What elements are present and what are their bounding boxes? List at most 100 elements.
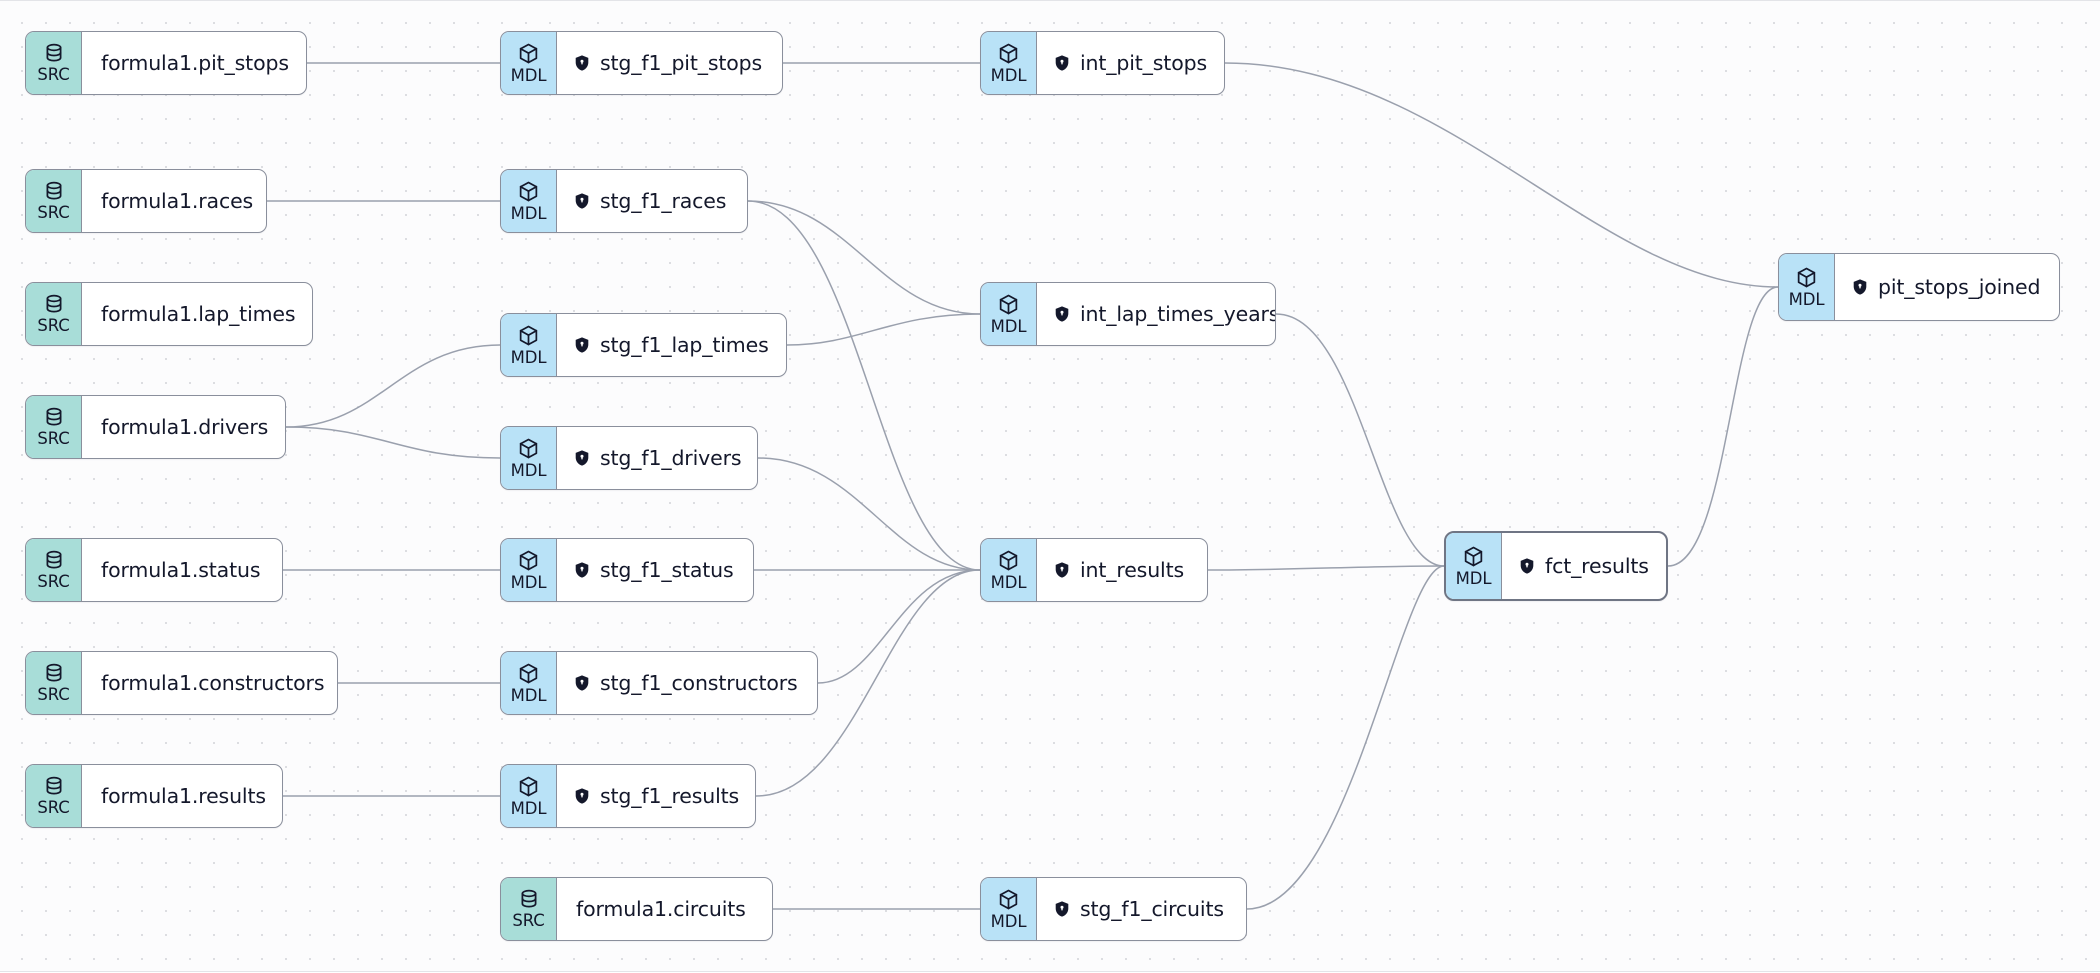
source-badge: SRC: [26, 283, 82, 345]
edge-int_results-to-fct_results: [1207, 565, 1445, 571]
cube-icon: [997, 888, 1020, 911]
node-label: stg_f1_status: [600, 558, 734, 582]
badge-label: SRC: [37, 316, 70, 336]
lineage-node-stg_circuits[interactable]: MDL stg_f1_circuits: [980, 877, 1247, 941]
lineage-node-int_pit_stops[interactable]: MDL int_pit_stops: [980, 31, 1225, 95]
node-body: stg_f1_constructors: [557, 652, 817, 714]
lineage-node-stg_pit_stops[interactable]: MDL stg_f1_pit_stops: [500, 31, 783, 95]
model-badge: MDL: [501, 314, 557, 376]
cube-icon: [1795, 266, 1818, 289]
badge-label: MDL: [510, 347, 547, 367]
node-label: int_pit_stops: [1080, 51, 1207, 75]
badge-label: SRC: [37, 572, 70, 592]
cube-icon: [517, 42, 540, 65]
lineage-node-int_lap_times_years[interactable]: MDL int_lap_times_years: [980, 282, 1276, 346]
lineage-node-stg_lap_times[interactable]: MDL stg_f1_lap_times: [500, 313, 787, 377]
node-label: stg_f1_pit_stops: [600, 51, 763, 75]
shield-lock-icon: [1518, 557, 1536, 575]
edge-fct_results-to-pit_stops_joined: [1667, 286, 1779, 567]
source-badge: SRC: [26, 539, 82, 601]
source-badge: SRC: [26, 765, 82, 827]
shield-lock-icon: [1053, 561, 1071, 579]
shield-lock-icon: [1053, 54, 1071, 72]
node-label: stg_f1_drivers: [600, 446, 742, 470]
database-icon: [43, 180, 65, 202]
edge-src_drivers-to-stg_drivers: [285, 426, 501, 459]
cube-icon: [1462, 545, 1485, 568]
lineage-node-src_status[interactable]: SRC formula1.status: [25, 538, 283, 602]
lineage-node-int_results[interactable]: MDL int_results: [980, 538, 1208, 602]
node-body: formula1.constructors: [82, 652, 337, 714]
badge-label: SRC: [37, 798, 70, 818]
badge-label: MDL: [990, 65, 1027, 85]
cube-icon: [517, 662, 540, 685]
edge-src_drivers-to-stg_lap_times: [285, 344, 501, 428]
model-badge: MDL: [501, 32, 557, 94]
badge-label: MDL: [1788, 289, 1825, 309]
badge-label: SRC: [37, 429, 70, 449]
lineage-node-fct_results[interactable]: MDL fct_results: [1444, 531, 1668, 601]
shield-lock-icon: [573, 674, 591, 692]
cube-icon: [517, 775, 540, 798]
source-badge: SRC: [26, 652, 82, 714]
database-icon: [518, 888, 540, 910]
lineage-node-pit_stops_joined[interactable]: MDL pit_stops_joined: [1778, 253, 2060, 321]
node-body: formula1.circuits: [557, 878, 772, 940]
edge-stg_constructors-to-int_results: [817, 569, 981, 684]
node-label: formula1.pit_stops: [101, 51, 289, 75]
node-label: stg_f1_constructors: [600, 671, 798, 695]
cube-icon: [517, 437, 540, 460]
badge-label: MDL: [510, 685, 547, 705]
lineage-node-stg_constructors[interactable]: MDL stg_f1_constructors: [500, 651, 818, 715]
lineage-node-stg_drivers[interactable]: MDL stg_f1_drivers: [500, 426, 758, 490]
node-label: fct_results: [1545, 554, 1649, 578]
badge-label: MDL: [990, 316, 1027, 336]
shield-lock-icon: [573, 54, 591, 72]
cube-icon: [997, 293, 1020, 316]
database-icon: [43, 549, 65, 571]
node-body: stg_f1_drivers: [557, 427, 757, 489]
database-icon: [43, 662, 65, 684]
model-badge: MDL: [981, 539, 1037, 601]
node-body: stg_f1_pit_stops: [557, 32, 782, 94]
cube-icon: [997, 549, 1020, 572]
cube-icon: [997, 42, 1020, 65]
model-badge: MDL: [501, 765, 557, 827]
shield-lock-icon: [573, 449, 591, 467]
lineage-node-src_races[interactable]: SRC formula1.races: [25, 169, 267, 233]
badge-label: SRC: [37, 203, 70, 223]
badge-label: MDL: [990, 572, 1027, 592]
node-body: pit_stops_joined: [1835, 254, 2059, 320]
cube-icon: [517, 549, 540, 572]
node-label: int_lap_times_years: [1080, 302, 1276, 326]
badge-label: MDL: [510, 460, 547, 480]
edge-int_lap_times_years-to-fct_results: [1275, 313, 1445, 567]
lineage-node-src_results[interactable]: SRC formula1.results: [25, 764, 283, 828]
node-label: formula1.results: [101, 784, 266, 808]
node-label: stg_f1_lap_times: [600, 333, 769, 357]
badge-label: MDL: [990, 911, 1027, 931]
shield-lock-icon: [573, 561, 591, 579]
badge-label: SRC: [512, 911, 545, 931]
node-body: stg_f1_circuits: [1037, 878, 1246, 940]
database-icon: [43, 293, 65, 315]
node-body: int_results: [1037, 539, 1207, 601]
node-body: stg_f1_lap_times: [557, 314, 786, 376]
badge-label: MDL: [510, 65, 547, 85]
badge-label: MDL: [1455, 568, 1492, 588]
model-badge: MDL: [981, 32, 1037, 94]
model-badge: MDL: [1446, 533, 1502, 599]
node-body: formula1.races: [82, 170, 266, 232]
model-badge: MDL: [981, 878, 1037, 940]
lineage-node-src_circuits[interactable]: SRC formula1.circuits: [500, 877, 773, 941]
node-label: formula1.status: [101, 558, 261, 582]
